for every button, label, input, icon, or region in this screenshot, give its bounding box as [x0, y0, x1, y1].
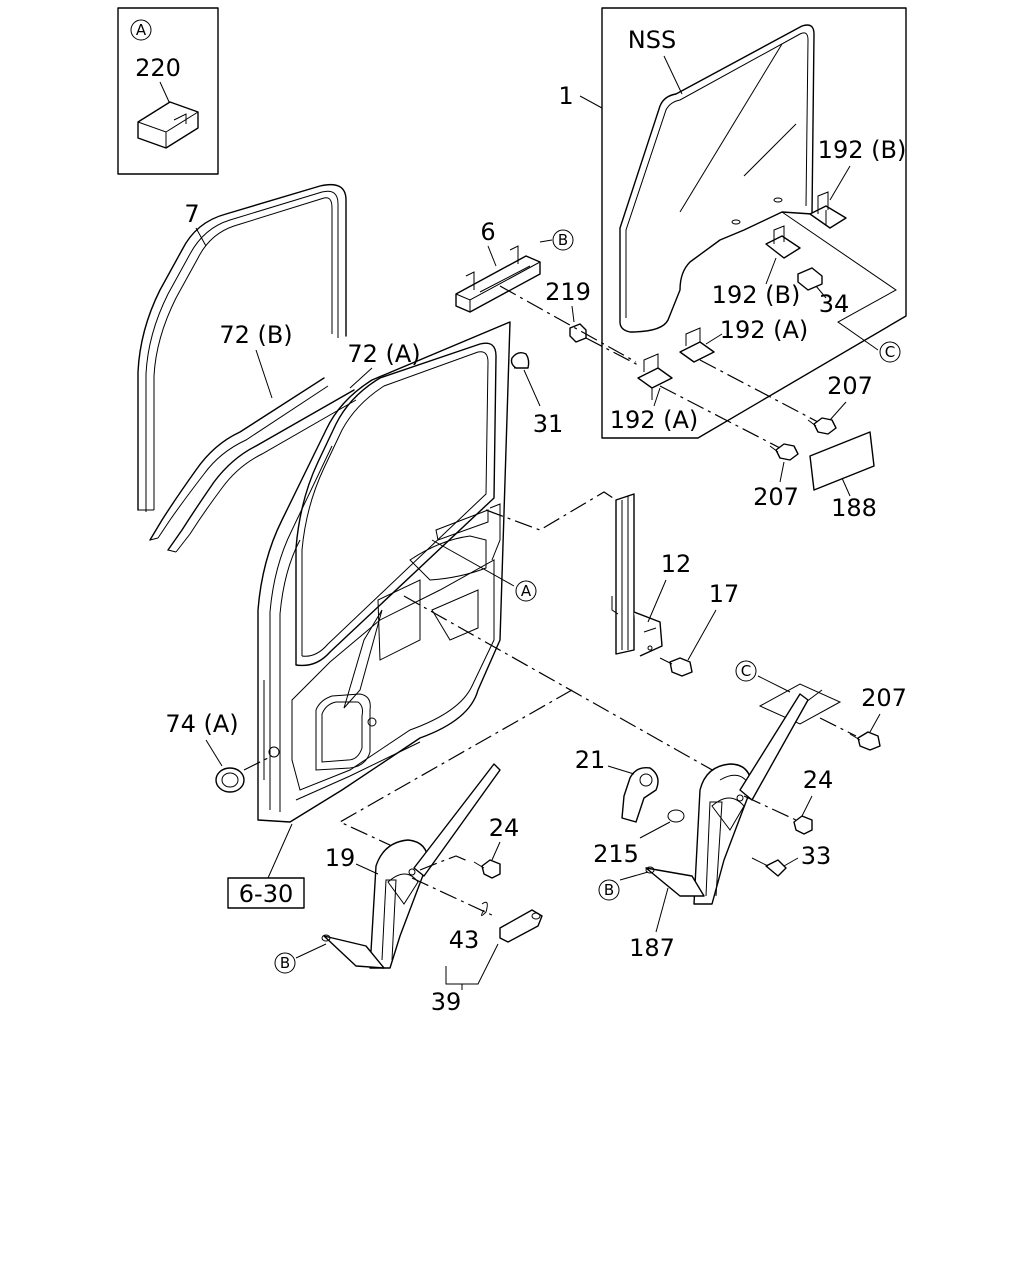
part-215-label: 215 [593, 840, 639, 868]
ref-b-left-label: B [280, 954, 290, 972]
regulator-187-part [645, 693, 809, 905]
part-192b-1-label: 192 (B) [818, 136, 907, 164]
part-219-label: 219 [545, 278, 591, 306]
part-74a-label: 74 (A) [165, 710, 238, 738]
bracket-192a-lower [637, 353, 673, 400]
window-run-seal-7 [137, 183, 347, 512]
bolt-207-c [849, 731, 881, 751]
clip-34-part [797, 267, 823, 291]
label-188-part [809, 431, 875, 491]
screw-33-part [751, 857, 787, 877]
part-17-label: 17 [709, 580, 740, 608]
door-glass-part [619, 24, 815, 333]
ref-6-30-label: 6-30 [239, 880, 293, 908]
washer-215-part [667, 809, 685, 823]
part-31-label: 31 [533, 410, 564, 438]
part-72a-label: 72 (A) [347, 340, 420, 368]
bolt-17-part [659, 657, 693, 677]
ref-b-top-label: B [558, 231, 568, 249]
part-24-2-label: 24 [803, 766, 834, 794]
belt-moulding-72b [149, 377, 329, 541]
bolt-24-left [473, 859, 501, 879]
part-33-label: 33 [801, 842, 832, 870]
belt-moulding-72a [167, 389, 357, 553]
channel-12-part [611, 493, 663, 657]
ref-b-right-label: B [604, 881, 614, 899]
inset-ref-label: A [136, 21, 147, 39]
part-24-1-label: 24 [489, 814, 520, 842]
part-19-label: 19 [325, 844, 356, 872]
part-6-channel [455, 245, 541, 313]
regulator-19-part [321, 763, 501, 969]
part-6-label: 6 [480, 218, 495, 246]
part-187-label: 187 [629, 934, 675, 962]
grommet-31-part [510, 351, 530, 369]
part-72b-label: 72 (B) [219, 321, 292, 349]
part-21-label: 21 [575, 746, 606, 774]
part-39-label: 39 [431, 988, 462, 1016]
grommet-74a-part [215, 767, 245, 793]
part-12-label: 12 [661, 550, 692, 578]
part-43-label: 43 [449, 926, 480, 954]
bolt-207-a [807, 417, 837, 435]
glass-box-1 [601, 7, 907, 439]
part-7-label: 7 [184, 200, 199, 228]
ref-box-6-30 [227, 877, 305, 909]
clip-220-part [137, 101, 199, 149]
part-207-3-label: 207 [861, 684, 907, 712]
part-192a-2-label: 192 (A) [610, 406, 699, 434]
door-inner-panel [257, 321, 511, 823]
ref-c-top-label: C [885, 343, 895, 361]
part-188-label: 188 [831, 494, 877, 522]
part-192b-2-label: 192 (B) [712, 281, 801, 309]
bolt-24-right [793, 815, 813, 835]
part-220-label: 220 [135, 54, 181, 82]
inset-box-a: A 220 [117, 7, 219, 175]
inset-ref-circle [130, 19, 152, 41]
part-207-1-label: 207 [827, 372, 873, 400]
part-192a-1-label: 192 (A) [720, 316, 809, 344]
bolt-207-b [769, 443, 799, 461]
part-207-2-label: 207 [753, 483, 799, 511]
part-1-label: 1 [558, 82, 573, 110]
nss-label: NSS [628, 26, 676, 54]
ref-a-mid-label: A [521, 582, 532, 600]
crank-handle-43-part [499, 909, 543, 943]
handle-21-part [621, 767, 659, 823]
ref-c-mid-label: C [741, 662, 751, 680]
bracket-192a-upper [679, 327, 715, 363]
bracket-192b-upper [809, 191, 847, 229]
bracket-192b-lower [765, 225, 801, 259]
